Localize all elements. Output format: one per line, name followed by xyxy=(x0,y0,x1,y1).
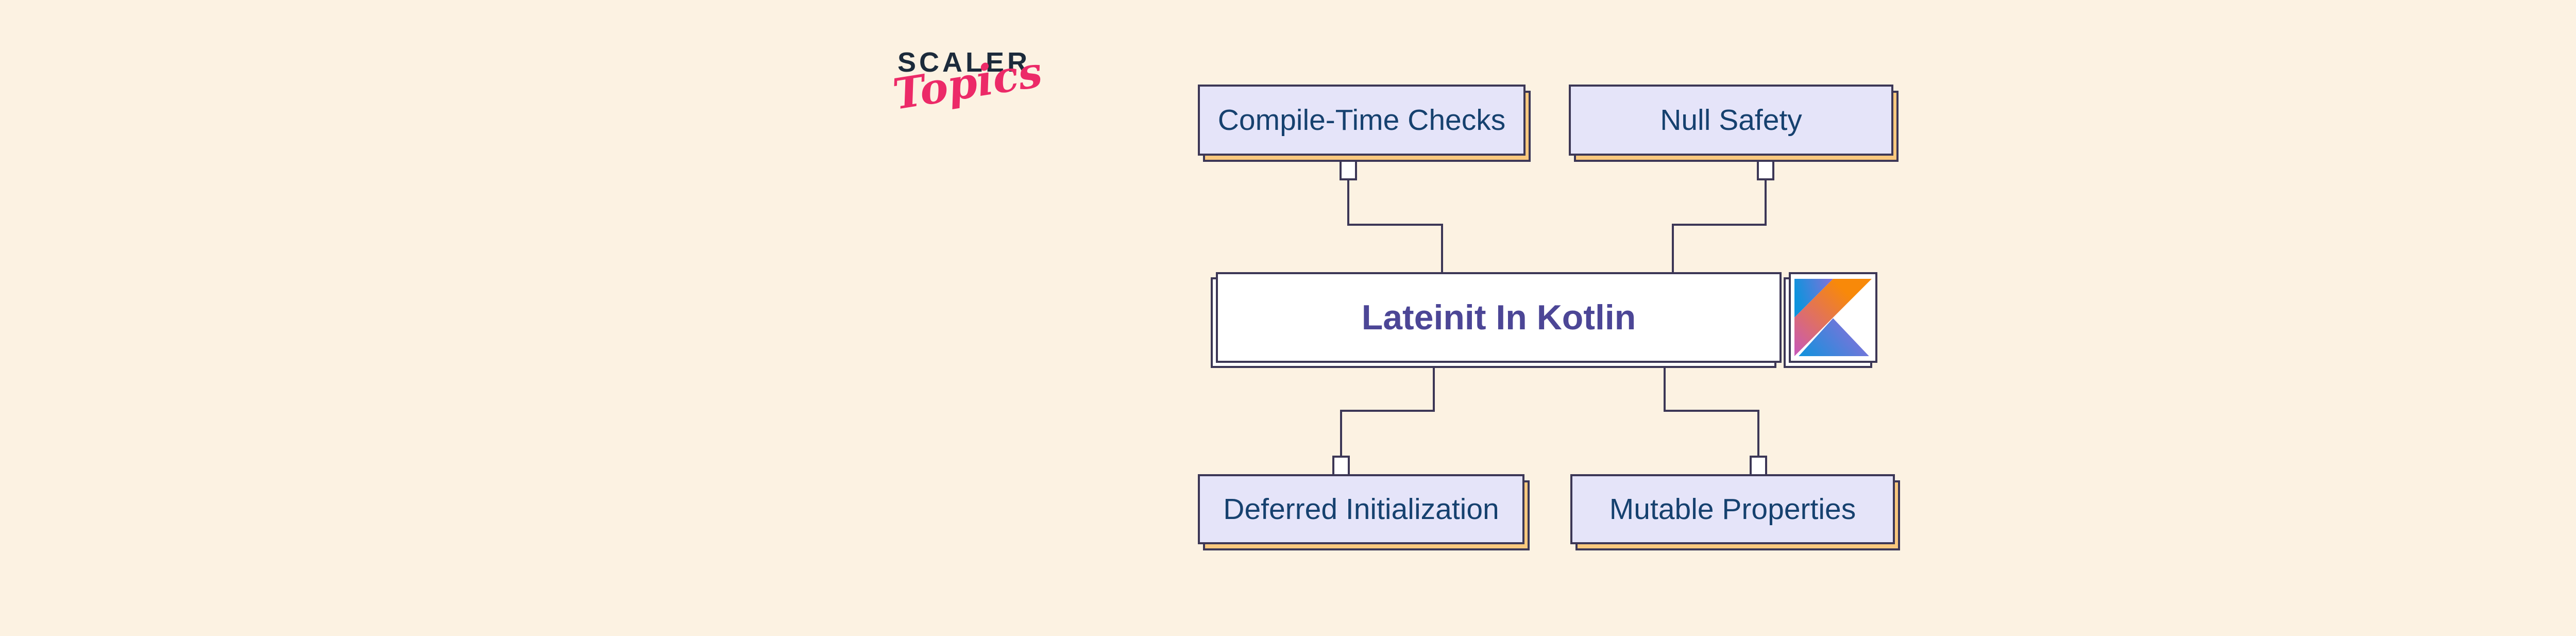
connector-segment xyxy=(1340,410,1435,412)
node-face: Deferred Initialization xyxy=(1198,474,1524,544)
node-kotlin-logo xyxy=(1784,272,1877,368)
node-lateinit-in-kotlin: Lateinit In Kotlin xyxy=(1211,272,1782,368)
node-label: Compile-Time Checks xyxy=(1217,104,1506,137)
node-deferred-initialization: Deferred Initialization xyxy=(1198,474,1530,550)
node-face: Null Safety xyxy=(1569,85,1893,156)
node-face xyxy=(1789,272,1877,363)
node-null-safety: Null Safety xyxy=(1569,85,1899,162)
node-face: Lateinit In Kotlin xyxy=(1216,272,1782,363)
node-face: Mutable Properties xyxy=(1570,474,1895,544)
node-mutable-properties: Mutable Properties xyxy=(1570,474,1900,550)
connector-segment xyxy=(1340,410,1342,459)
node-compile-time-checks: Compile-Time Checks xyxy=(1198,85,1531,162)
connector-segment xyxy=(1347,224,1443,226)
connector-segment xyxy=(1765,180,1767,226)
kotlin-logo-icon xyxy=(1794,279,1872,356)
connector-segment xyxy=(1664,362,1666,412)
node-label: Null Safety xyxy=(1660,104,1802,137)
connector-segment xyxy=(1672,224,1674,273)
connector-port xyxy=(1750,456,1767,476)
connector-segment xyxy=(1441,224,1443,273)
kotlin-logo-diagonal-band xyxy=(1794,279,1872,356)
logo-brand-text: SCALER xyxy=(897,47,1031,78)
scaler-topics-logo: SCALER Topics xyxy=(890,47,1045,120)
connector-segment xyxy=(1664,410,1759,412)
connector-port xyxy=(1340,160,1357,180)
diagram-title: Lateinit In Kotlin xyxy=(1361,298,1636,337)
node-label: Mutable Properties xyxy=(1609,493,1856,526)
connector-segment xyxy=(1433,362,1435,412)
connector-segment xyxy=(1347,180,1349,226)
connector-port xyxy=(1332,456,1350,476)
connector-port xyxy=(1757,160,1774,180)
connector-segment xyxy=(1757,410,1759,459)
kotlin-logo-bottom-triangle xyxy=(1799,318,1869,356)
node-face: Compile-Time Checks xyxy=(1198,85,1526,156)
node-label: Deferred Initialization xyxy=(1223,493,1499,526)
connector-segment xyxy=(1672,224,1767,226)
